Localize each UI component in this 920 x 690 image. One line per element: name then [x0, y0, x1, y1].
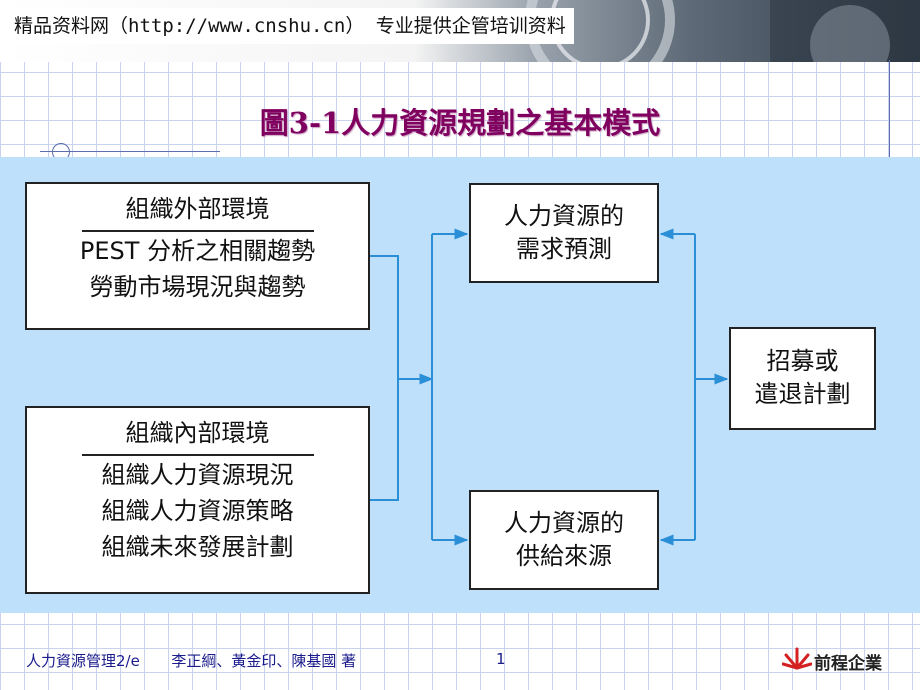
internal-env-line-1: 組織人力資源現況 [101, 461, 294, 489]
banner-text: 精品资料网（http://www.cnshu.cn） 专业提供企管培训资料 [6, 8, 574, 44]
supply-line-2: 供給來源 [516, 542, 612, 570]
plan-line-2: 遣退計劃 [754, 380, 851, 408]
demand-forecast-box: 人力資源的 需求預測 [469, 183, 659, 283]
decor-vertical-line [889, 60, 890, 160]
decor-horizontal-line [40, 151, 220, 152]
internal-env-line-3: 組織未來發展計劃 [101, 533, 294, 561]
external-env-line-2: 勞動市場現況與趨勢 [89, 273, 306, 301]
sunburst-logo-icon [781, 647, 813, 670]
internal-env-line-2: 組織人力資源策略 [101, 497, 294, 525]
clock-decoration-image [525, 0, 920, 62]
external-environment-box: 組織外部環境 PEST 分析之相關趨勢 勞動市場現況與趨勢 [25, 182, 370, 330]
demand-line-2: 需求預測 [516, 235, 612, 263]
footer-book: 人力資源管理2/e [26, 652, 140, 670]
supply-line-1: 人力資源的 [504, 509, 624, 537]
internal-env-heading: 組織內部環境 [125, 419, 270, 447]
footer-citation: 人力資源管理2/e 李正綱、黃金印、陳基國 著 [26, 650, 356, 671]
heading-underline [81, 454, 314, 456]
header-banner: 精品资料网（http://www.cnshu.cn） 专业提供企管培训资料 [0, 0, 920, 62]
heading-underline [81, 230, 314, 232]
demand-line-1: 人力資源的 [504, 202, 624, 230]
supply-sources-box: 人力資源的 供給來源 [469, 490, 659, 590]
slide-title: 圖3-1人力資源規劃之基本模式 [259, 106, 661, 140]
internal-environment-box: 組織內部環境 組織人力資源現況 組織人力資源策略 組織未來發展計劃 [25, 406, 370, 594]
publisher-logo: 前程企業 [781, 646, 892, 674]
footer: 人力資源管理2/e 李正綱、黃金印、陳基國 著 1 前程企業 [0, 646, 920, 676]
footer-authors: 李正綱、黃金印、陳基國 著 [171, 652, 357, 670]
plan-line-1: 招募或 [766, 347, 839, 375]
publisher-name: 前程企業 [814, 654, 882, 674]
recruit-plan-box: 招募或 遣退計劃 [729, 327, 876, 430]
page-number: 1 [496, 650, 506, 668]
external-env-heading: 組織外部環境 [125, 195, 270, 223]
external-env-line-1: PEST 分析之相關趨勢 [79, 237, 316, 265]
